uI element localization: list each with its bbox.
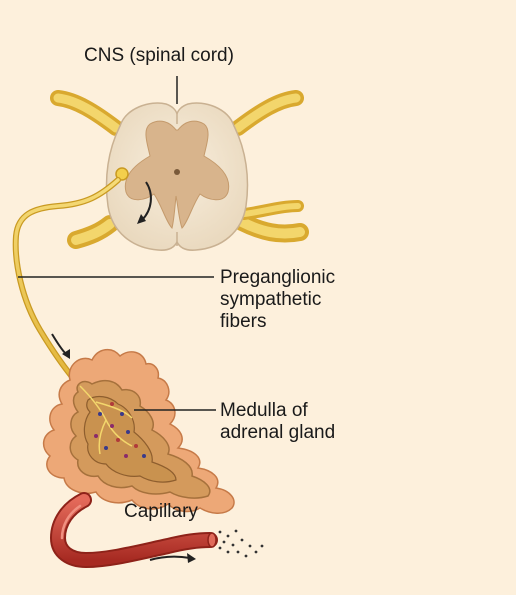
- chromaffin-cells: [94, 402, 146, 458]
- adrenal-medulla: [83, 395, 177, 483]
- ventral-root-left: [67, 215, 119, 249]
- preganglionic-fiber: [12, 177, 121, 387]
- released-hormone-dots: [218, 529, 264, 558]
- preganglionic-label-line-1: Preganglionic: [220, 267, 336, 288]
- preganglionic-label-line-3: fibers: [220, 311, 267, 332]
- cns-label: CNS (spinal cord): [84, 45, 234, 66]
- capillary-label: Capillary: [124, 501, 198, 522]
- dorsal-root-left: [50, 90, 124, 136]
- spinal-cord-cross-section: [105, 102, 249, 251]
- preganglionic-label: Preganglionic sympathetic fibers: [220, 267, 335, 333]
- dorsal-root-right: [230, 90, 304, 136]
- preganglionic-label-line-2: sympathetic: [220, 289, 322, 310]
- blood-flow-arrow: [149, 553, 196, 563]
- preganglionic-neuron-cell-body: [115, 167, 129, 181]
- medulla-label-line-1: Medulla of: [220, 400, 308, 421]
- medulla-label: Medulla of adrenal gland: [220, 400, 335, 444]
- signal-arrow-fiber: [51, 333, 70, 359]
- central-canal: [174, 169, 180, 175]
- signal-arrow-in-cord: [137, 181, 152, 224]
- ventral-root-right: [233, 200, 309, 243]
- medulla-label-line-2: adrenal gland: [220, 422, 336, 443]
- capillary-vessel: [49, 492, 218, 569]
- adrenal-gland: [42, 348, 235, 514]
